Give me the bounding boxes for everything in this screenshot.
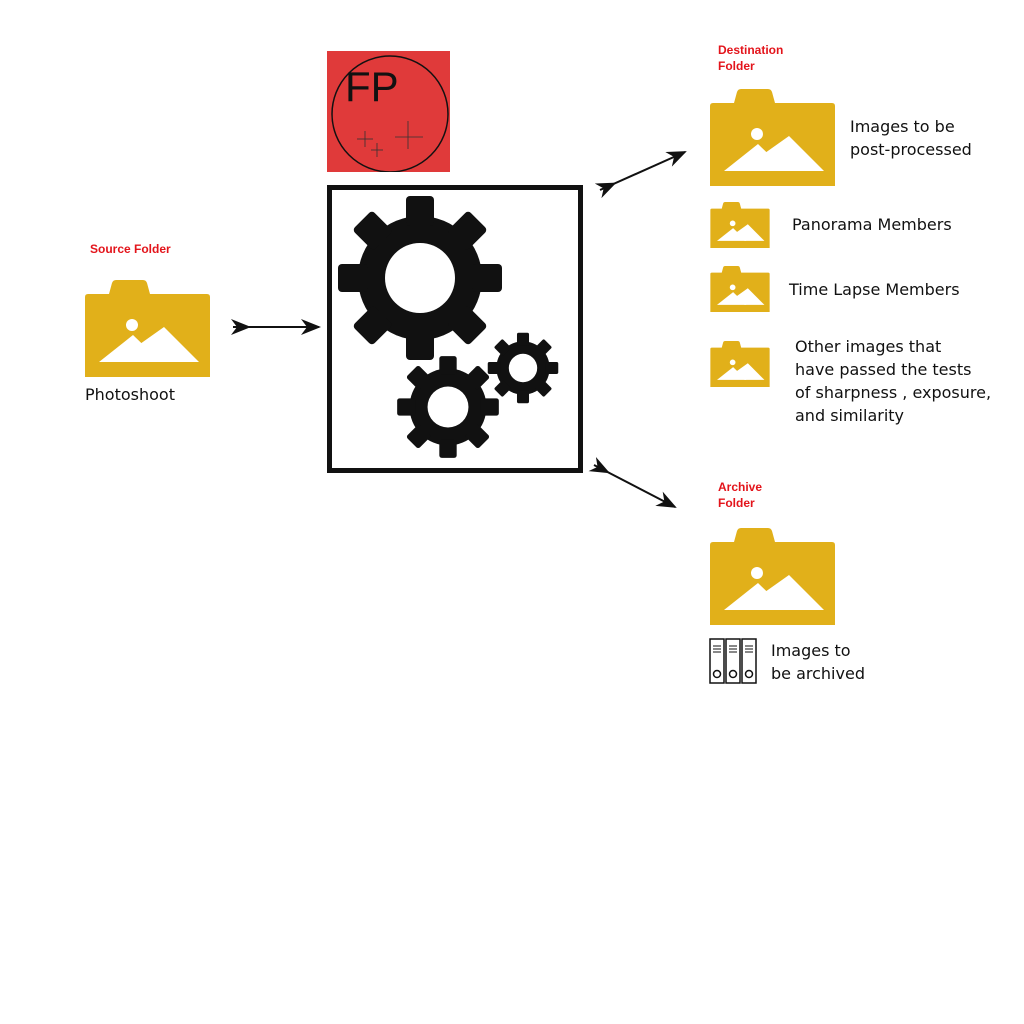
other-images-label: Other images that have passed the tests … (795, 335, 991, 427)
source-folder-name: Photoshoot (85, 385, 175, 404)
panorama-members-label: Panorama Members (792, 215, 952, 234)
destination-folder-label: Destination Folder (718, 42, 783, 74)
caption-line: Images to be (850, 117, 955, 136)
arrow-process-to-archive (588, 456, 677, 508)
time-lapse-members-label: Time Lapse Members (789, 280, 960, 299)
archive-caption: Images to be archived (771, 639, 865, 685)
fp-logo: FP (327, 51, 450, 172)
caption-line: have passed the tests (795, 360, 972, 379)
logo-text: FP (345, 63, 399, 110)
logo-circle-icon (331, 55, 449, 172)
caption-line: Images to (771, 641, 851, 660)
caption-line: be archived (771, 664, 865, 683)
destination-label-line: Destination (718, 43, 784, 57)
processing-box (327, 185, 583, 473)
gears-icon (338, 196, 559, 458)
caption-line: and similarity (795, 406, 905, 425)
archive-folder-icon[interactable] (710, 528, 835, 625)
destination-caption: Images to be post-processed (850, 115, 972, 161)
source-folder-label: Source Folder (90, 242, 171, 256)
caption-line: of sharpness , exposure, (795, 383, 992, 402)
archive-folder-label: Archive Folder (718, 479, 762, 511)
arrow-process-to-destination (594, 151, 687, 199)
destination-label-line: Folder (718, 59, 755, 73)
destination-folder-icon[interactable] (710, 89, 835, 186)
caption-line: Other images that (795, 337, 942, 356)
time-lapse-folder-icon[interactable] (710, 266, 770, 312)
panorama-folder-icon[interactable] (710, 202, 770, 248)
archive-label-line: Archive (718, 480, 763, 494)
source-folder-icon[interactable] (85, 280, 210, 377)
other-images-folder-icon[interactable] (710, 341, 770, 387)
caption-line: post-processed (850, 140, 972, 159)
archive-label-line: Folder (718, 496, 755, 510)
binders-icon (709, 638, 757, 684)
